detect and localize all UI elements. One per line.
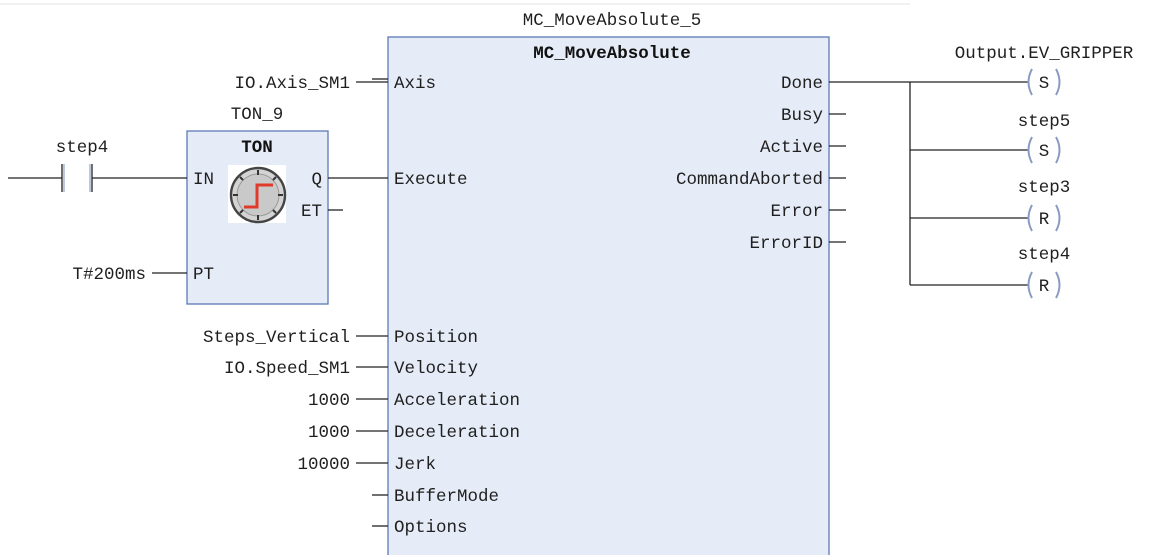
mc-output-error: Error [770, 202, 823, 222]
no-contact[interactable] [8, 164, 187, 192]
set-coil-ev-gripper[interactable]: S [1027, 68, 1061, 96]
reset-coil-step4[interactable]: R [1027, 271, 1061, 299]
ton-output-et: ET [301, 202, 322, 222]
reset-coil-step3[interactable]: R [1027, 204, 1061, 232]
coil-label-ev-gripper: Output.EV_GRIPPER [955, 44, 1134, 64]
mc-input-velocity: Velocity [394, 359, 478, 379]
mc-output-errorid: ErrorID [749, 234, 823, 254]
contact-label: step4 [56, 138, 109, 158]
coil-letter: S [1039, 142, 1050, 162]
mc-input-deceleration: Deceleration [394, 423, 520, 443]
mc-output-stubs [829, 113, 846, 243]
done-output-rung [829, 81, 1028, 286]
coil-label-step5: step5 [1018, 112, 1071, 132]
coil-letter: R [1039, 277, 1050, 297]
coil-letter: R [1039, 210, 1050, 230]
ton-instance-name: TON_9 [231, 105, 284, 125]
jerk-value[interactable]: 10000 [297, 455, 350, 475]
mc-block-type: MC_MoveAbsolute [533, 44, 691, 64]
ton-input-pt: PT [193, 265, 214, 285]
mc-output-done: Done [781, 74, 823, 94]
coil-label-step3: step3 [1018, 178, 1071, 198]
set-coil-step5[interactable]: S [1027, 136, 1061, 164]
mc-input-position: Position [394, 328, 478, 348]
mc-output-busy: Busy [781, 106, 823, 126]
coil-label-step4: step4 [1018, 245, 1071, 265]
mc-instance-name: MC_MoveAbsolute_5 [523, 11, 702, 31]
position-variable[interactable]: Steps_Vertical [203, 328, 350, 348]
mc-output-active: Active [760, 138, 823, 158]
ton-block-type: TON [241, 138, 273, 158]
pt-value[interactable]: T#200ms [72, 265, 146, 285]
coil-letter: S [1039, 74, 1050, 94]
mc-input-options: Options [394, 518, 468, 538]
deceleration-value[interactable]: 1000 [308, 423, 350, 443]
mc-output-commandaborted: CommandAborted [676, 170, 823, 190]
mc-input-axis: Axis [394, 74, 436, 94]
velocity-variable[interactable]: IO.Speed_SM1 [224, 359, 350, 379]
mc-input-jerk: Jerk [394, 455, 436, 475]
clock-step-icon [228, 165, 287, 224]
mc-moveabsolute-block[interactable] [387, 36, 830, 555]
ton-input-in: IN [193, 170, 214, 190]
acceleration-value[interactable]: 1000 [308, 391, 350, 411]
mc-input-acceleration: Acceleration [394, 391, 520, 411]
axis-variable[interactable]: IO.Axis_SM1 [234, 74, 350, 94]
ton-output-q: Q [311, 170, 322, 190]
mc-input-execute: Execute [394, 170, 468, 190]
mc-input-buffermode: BufferMode [394, 487, 499, 507]
